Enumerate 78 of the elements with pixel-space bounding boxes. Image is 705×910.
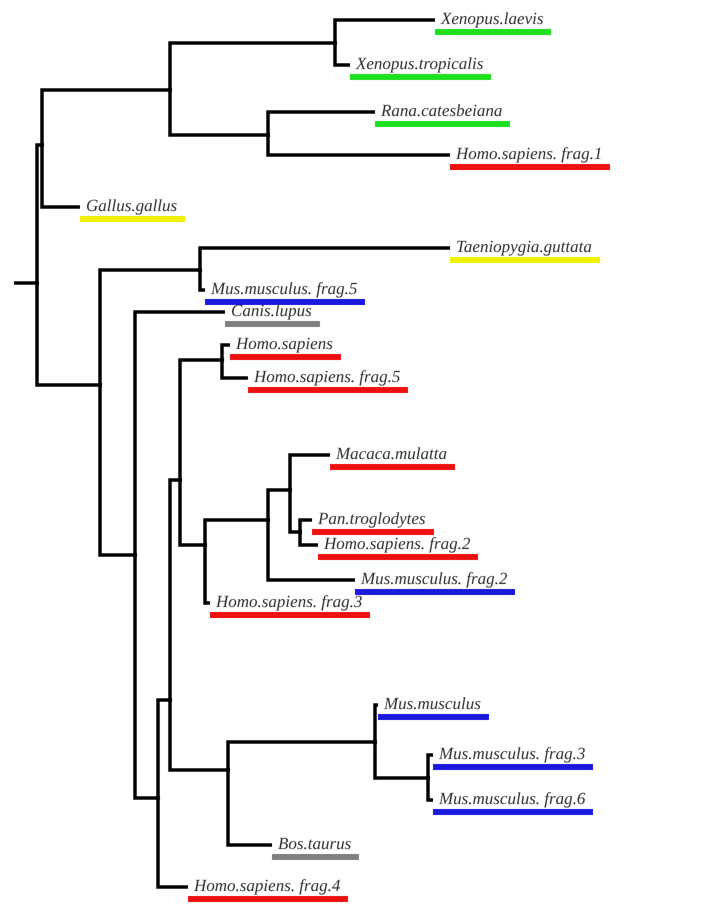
tree-branch <box>333 45 350 67</box>
tree-branch <box>168 92 266 137</box>
tree-branch <box>133 310 225 553</box>
branch-point <box>220 358 224 362</box>
tree-branch <box>35 143 40 281</box>
tree-branch <box>266 522 355 582</box>
branch-point <box>266 133 270 137</box>
species-label: Homo.sapiens. frag.2 <box>318 535 478 560</box>
branch-point <box>40 143 44 147</box>
tree-branch <box>226 772 272 847</box>
tree-branch <box>288 453 330 488</box>
tree-branch <box>333 18 435 41</box>
branch-point <box>35 281 39 285</box>
species-label: Homo.sapiens <box>230 335 341 360</box>
tree-branch <box>133 557 156 800</box>
tree-branch <box>168 478 178 698</box>
branch-point <box>198 268 202 272</box>
tree-branch <box>426 780 433 802</box>
species-label: Mus.musculus <box>378 695 489 720</box>
species-label: Mus.musculus. frag.3 <box>433 745 594 770</box>
branch-point <box>298 530 302 534</box>
species-label: Homo.sapiens. frag.4 <box>188 877 348 902</box>
species-label: Gallus.gallus <box>80 197 186 222</box>
tree-branch <box>156 698 168 796</box>
tree-branch <box>178 358 220 478</box>
species-label: Macaca.mulatta <box>330 445 455 470</box>
tree-branch <box>266 110 375 133</box>
species-label: Taeniopygia.guttata <box>450 238 600 263</box>
tree-branch <box>373 744 426 780</box>
tree-branch <box>220 362 248 380</box>
species-label: Mus.musculus. frag.5 <box>205 280 366 305</box>
species-label: Homo.sapiens. frag.3 <box>210 593 370 618</box>
tree-branch <box>156 800 188 889</box>
branch-point <box>333 41 337 45</box>
tree-branch <box>198 272 205 292</box>
branch-point <box>133 553 137 557</box>
tree-branch <box>426 753 433 776</box>
species-label: Xenopus.laevis <box>435 10 552 35</box>
tree-branch <box>40 147 80 209</box>
species-label: Canis.lupus <box>225 302 320 327</box>
species-label: Bos.taurus <box>272 835 360 860</box>
tree-branch <box>266 488 288 518</box>
branch-point <box>288 488 292 492</box>
species-label: Mus.musculus. frag.6 <box>433 790 594 815</box>
tree-branch <box>35 285 98 387</box>
tree-branch <box>178 482 203 547</box>
branch-point <box>426 776 430 780</box>
branch-point <box>266 518 270 522</box>
tree-branch <box>298 534 318 547</box>
tree-branch <box>168 41 333 88</box>
tree-branch <box>226 740 373 768</box>
tree-branch <box>98 268 198 383</box>
tree-branch <box>220 343 230 358</box>
branch-point <box>156 796 160 800</box>
branch-point <box>168 698 172 702</box>
branch-point <box>203 543 207 547</box>
species-label: Homo.sapiens. frag.5 <box>248 368 408 393</box>
tree-branch <box>98 387 133 557</box>
tree-branch <box>288 492 298 534</box>
tree-branch <box>203 518 266 543</box>
species-label: Mus.musculus. frag.2 <box>355 570 516 595</box>
branch-point <box>373 740 377 744</box>
tree-branch <box>298 518 312 530</box>
species-label: Rana.catesbeiana <box>375 102 510 127</box>
species-label: Xenopus.tropicalis <box>350 55 492 80</box>
branch-point <box>98 383 102 387</box>
tree-branch <box>373 703 378 740</box>
branch-point <box>168 88 172 92</box>
tree-branch <box>198 246 450 268</box>
tree-branch <box>168 702 226 772</box>
species-label: Pan.troglodytes <box>312 510 434 535</box>
species-label: Homo.sapiens. frag.1 <box>450 145 610 170</box>
branch-point <box>178 478 182 482</box>
tree-branch <box>40 88 168 143</box>
branch-point <box>226 768 230 772</box>
tree-branch <box>266 137 450 157</box>
tree-branch <box>14 281 35 285</box>
tree-branch <box>203 547 210 605</box>
